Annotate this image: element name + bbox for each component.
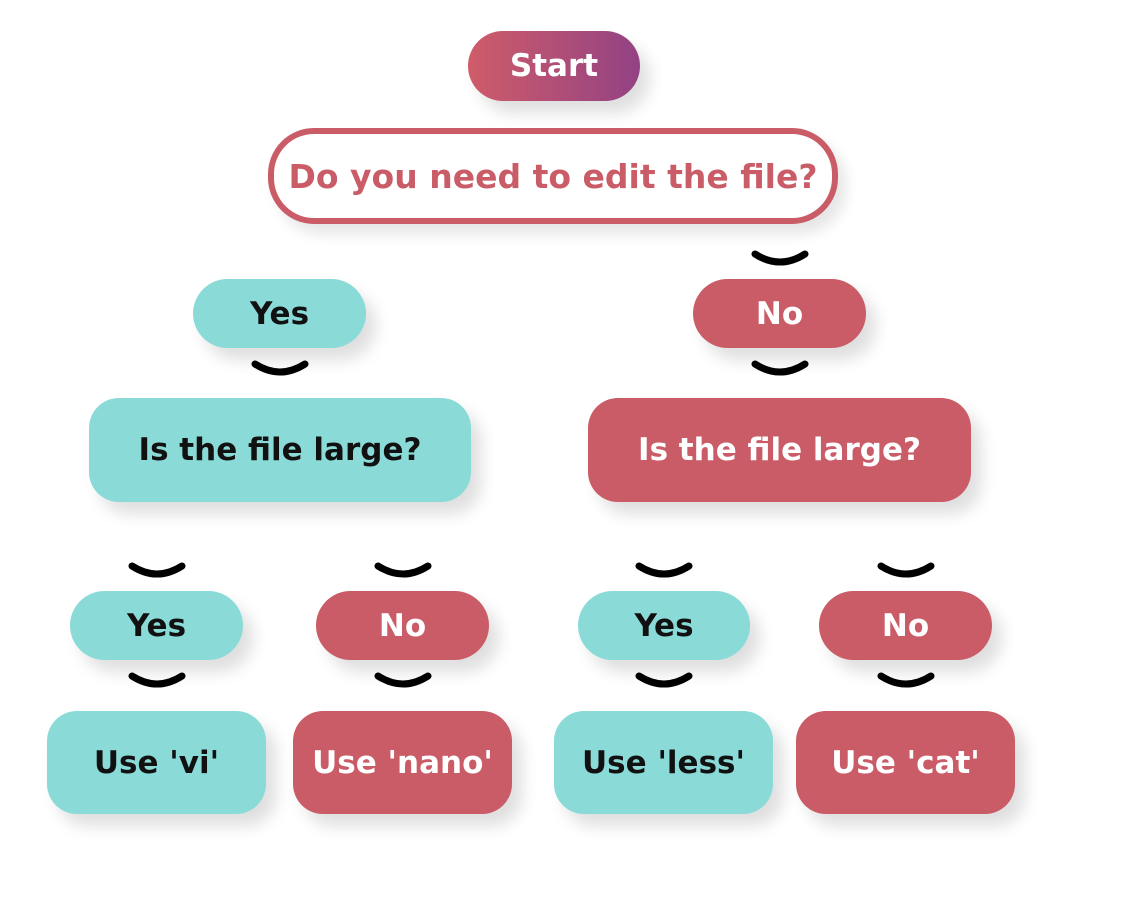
start-node: Start bbox=[468, 31, 640, 101]
outcome-yes-no-node: No bbox=[316, 591, 489, 660]
result-less-node: Use 'less' bbox=[554, 711, 773, 814]
outcome-yes-yes-node: Yes bbox=[70, 591, 243, 660]
result-cat-node: Use 'cat' bbox=[796, 711, 1015, 814]
result-nano-node: Use 'nano' bbox=[293, 711, 512, 814]
chevron-down-icon bbox=[128, 562, 186, 578]
chevron-down-icon bbox=[635, 562, 693, 578]
chevron-down-icon bbox=[374, 562, 432, 578]
root-question-node: Do you need to edit the file? bbox=[268, 128, 838, 224]
chevron-down-icon bbox=[251, 360, 309, 376]
chevron-down-icon bbox=[635, 672, 693, 688]
branch-no-node: No bbox=[693, 279, 866, 348]
chevron-down-icon bbox=[128, 672, 186, 688]
chevron-down-icon bbox=[877, 672, 935, 688]
branch-yes-node: Yes bbox=[193, 279, 366, 348]
chevron-down-icon bbox=[751, 250, 809, 266]
outcome-no-no-node: No bbox=[819, 591, 992, 660]
result-vi-node: Use 'vi' bbox=[47, 711, 266, 814]
outcome-no-yes-node: Yes bbox=[578, 591, 750, 660]
chevron-down-icon bbox=[374, 672, 432, 688]
sub-question-no-node: Is the file large? bbox=[588, 398, 971, 502]
chevron-down-icon bbox=[751, 360, 809, 376]
sub-question-yes-node: Is the file large? bbox=[89, 398, 471, 502]
chevron-down-icon bbox=[877, 562, 935, 578]
